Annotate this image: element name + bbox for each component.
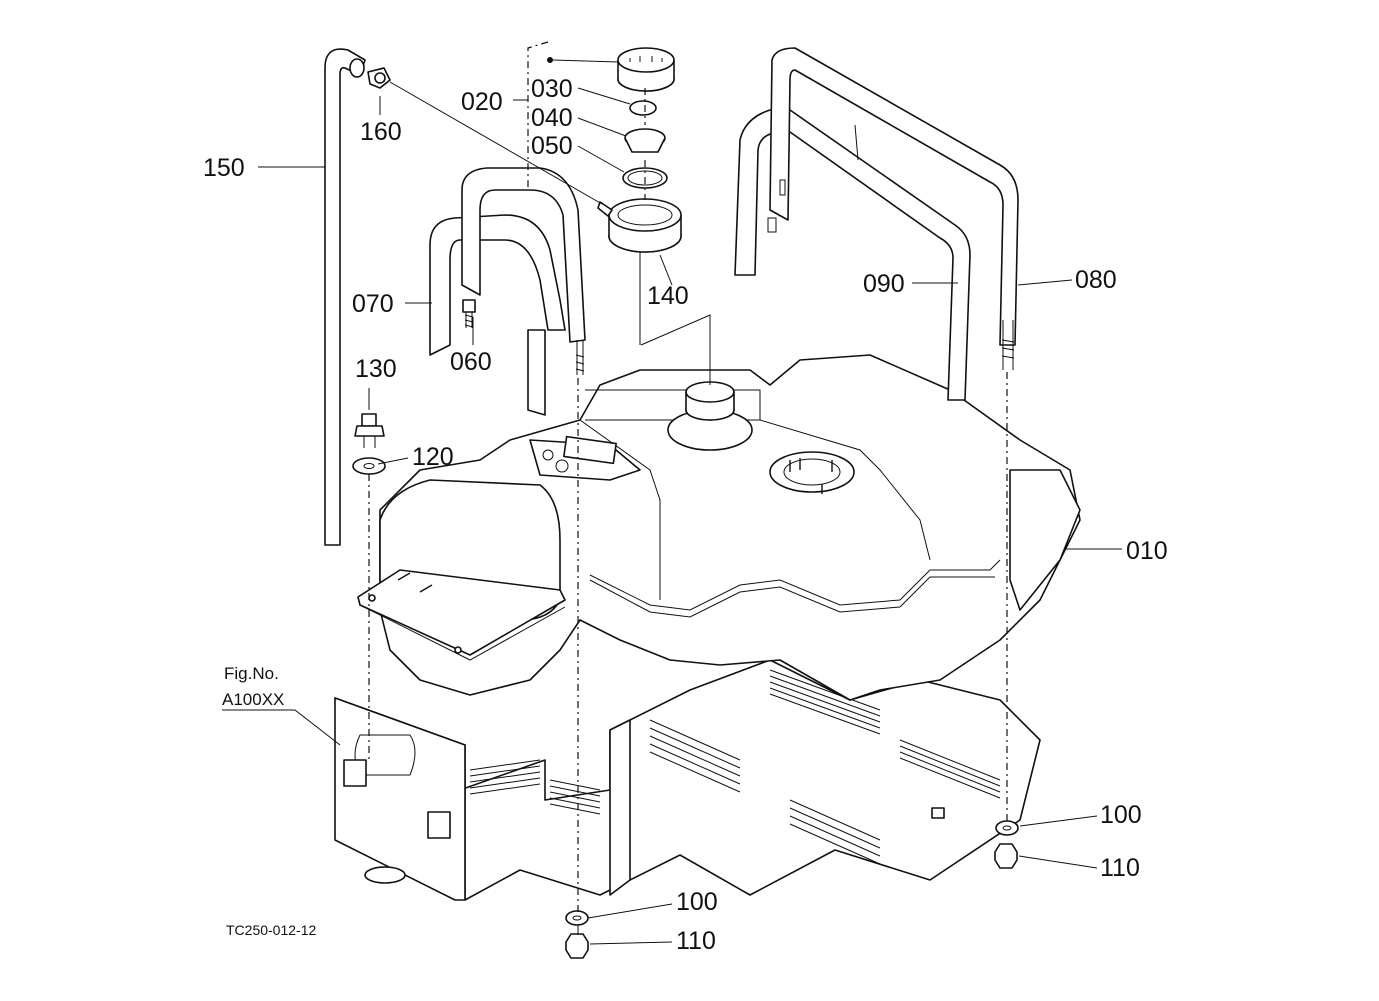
callout-150: 150 xyxy=(203,154,245,182)
callout-040: 040 xyxy=(531,104,573,132)
callout-090: 090 xyxy=(863,270,905,298)
assembly-axis-lines xyxy=(368,81,1008,935)
callout-labels: 010 020 030 040 050 060 070 080 090 100 … xyxy=(203,75,1168,955)
drawing-code: TC250-012-12 xyxy=(226,922,316,938)
callout-080: 080 xyxy=(1075,266,1117,294)
figure-ref-line1: Fig.No. xyxy=(224,664,279,683)
callout-030: 030 xyxy=(531,75,573,103)
washer-120 xyxy=(352,457,386,475)
hose-150 xyxy=(324,48,366,546)
callout-100-right: 100 xyxy=(1100,801,1142,829)
callout-110-left: 110 xyxy=(676,927,716,955)
leader-lines xyxy=(222,87,1122,945)
base-frame xyxy=(334,659,1041,901)
callout-020: 020 xyxy=(461,88,503,116)
group-bracket-020 xyxy=(513,41,619,190)
washer-100-left xyxy=(565,910,589,926)
callout-130: 130 xyxy=(355,355,397,383)
callout-010: 010 xyxy=(1126,537,1168,565)
tank-filler-neck xyxy=(667,381,753,451)
figure-ref-line2: A100XX xyxy=(222,690,284,709)
clamp-160 xyxy=(367,67,391,89)
filler-adapter-140 xyxy=(597,198,682,253)
callout-120: 120 xyxy=(412,443,454,471)
nut-110-right xyxy=(994,843,1018,869)
fuel-tank-010 xyxy=(357,354,1081,701)
callout-050: 050 xyxy=(531,132,573,160)
washer-100-right xyxy=(995,820,1019,836)
drain-plug-130 xyxy=(354,413,385,448)
strap-070 xyxy=(429,167,586,416)
fuel-cap-assembly-020 xyxy=(617,47,675,189)
tank-sender-port xyxy=(769,451,855,494)
callout-070: 070 xyxy=(352,290,394,318)
floor-grip-pattern xyxy=(469,669,1001,865)
callout-140: 140 xyxy=(647,282,689,310)
callout-100-left: 100 xyxy=(676,888,718,916)
nut-110-left xyxy=(565,933,589,959)
strap-090-080 xyxy=(734,47,1019,401)
callout-160: 160 xyxy=(360,118,402,146)
callout-110-right: 110 xyxy=(1100,854,1140,882)
callout-060: 060 xyxy=(450,348,492,376)
